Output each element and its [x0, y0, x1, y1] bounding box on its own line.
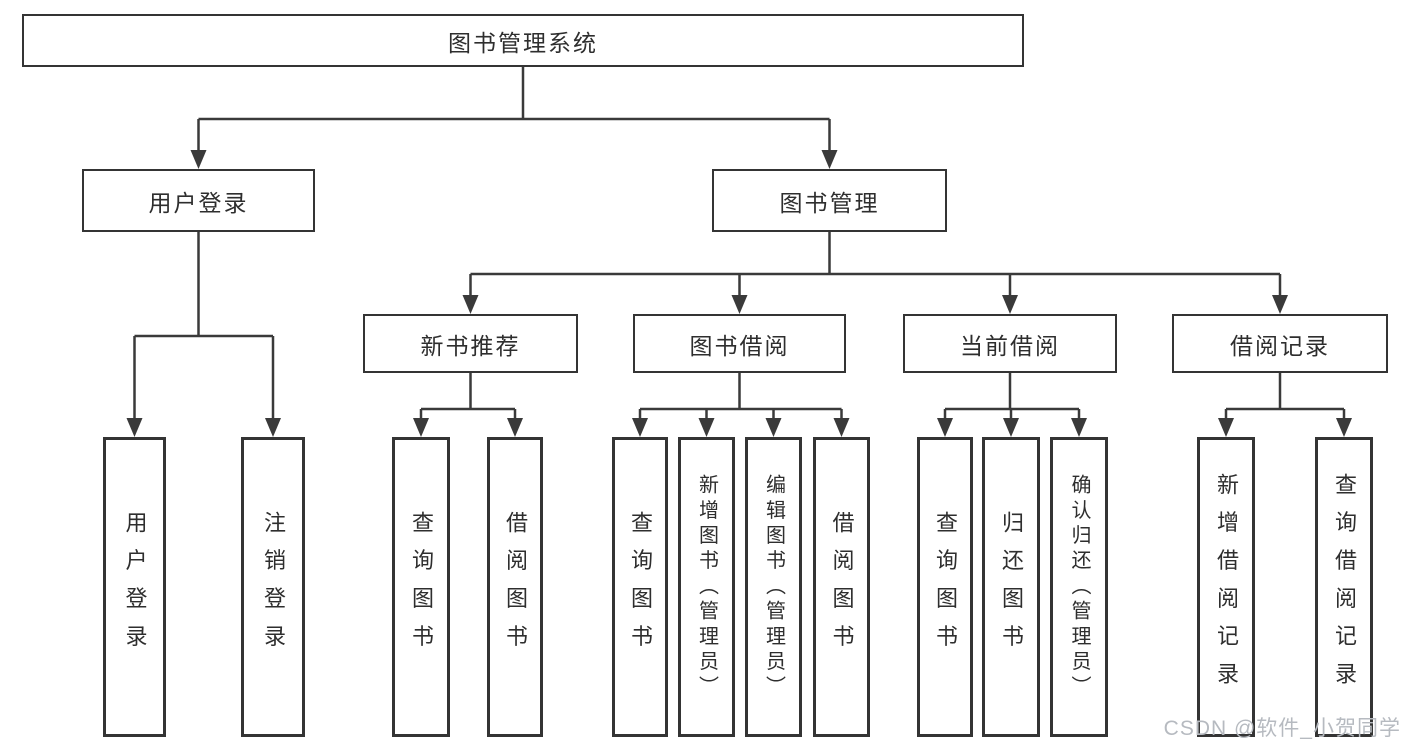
node-book-management: 图书管理 [712, 169, 947, 232]
leaf-query-borrow-record: 查询借阅记录 [1315, 437, 1373, 737]
leaf-borrow-books-1-label: 借阅图书 [503, 511, 528, 663]
leaf-query-books-2: 查询图书 [612, 437, 668, 737]
leaf-logout-label: 注销登录 [261, 511, 286, 663]
leaf-query-books-2-label: 查询图书 [628, 511, 653, 663]
leaf-return-books-label: 归还图书 [999, 511, 1024, 663]
leaf-query-books-3: 查询图书 [917, 437, 973, 737]
node-book-borrow: 图书借阅 [633, 314, 846, 373]
leaf-logout: 注销登录 [241, 437, 305, 737]
leaf-edit-book-admin-label: 编辑图书（管理员） [762, 473, 785, 701]
leaf-query-books-3-label: 查询图书 [933, 511, 958, 663]
node-current-borrow: 当前借阅 [903, 314, 1117, 373]
leaf-edit-book-admin: 编辑图书（管理员） [745, 437, 802, 737]
leaf-add-borrow-record-label: 新增借阅记录 [1214, 473, 1239, 701]
leaf-borrow-books-1: 借阅图书 [487, 437, 543, 737]
leaf-borrow-books-2: 借阅图书 [813, 437, 870, 737]
node-user-login: 用户登录 [82, 169, 315, 232]
node-new-book-recommend: 新书推荐 [363, 314, 578, 373]
leaf-confirm-return-admin: 确认归还（管理员） [1050, 437, 1108, 737]
leaf-user-login-label: 用户登录 [122, 511, 148, 663]
leaf-return-books: 归还图书 [982, 437, 1040, 737]
leaf-borrow-books-2-label: 借阅图书 [829, 511, 855, 663]
leaf-add-borrow-record: 新增借阅记录 [1197, 437, 1255, 737]
leaf-user-login: 用户登录 [103, 437, 166, 737]
watermark: CSDN @软件_小贺同学 [1163, 717, 1401, 740]
leaf-query-borrow-record-label: 查询借阅记录 [1332, 473, 1357, 701]
leaf-confirm-return-admin-label: 确认归还（管理员） [1068, 473, 1090, 701]
leaf-query-books-1: 查询图书 [392, 437, 450, 737]
node-borrow-records: 借阅记录 [1172, 314, 1388, 373]
leaf-add-book-admin: 新增图书（管理员） [678, 437, 735, 737]
leaf-add-book-admin-label: 新增图书（管理员） [695, 473, 718, 701]
leaf-query-books-1-label: 查询图书 [409, 511, 434, 663]
node-library-system: 图书管理系统 [22, 14, 1024, 67]
